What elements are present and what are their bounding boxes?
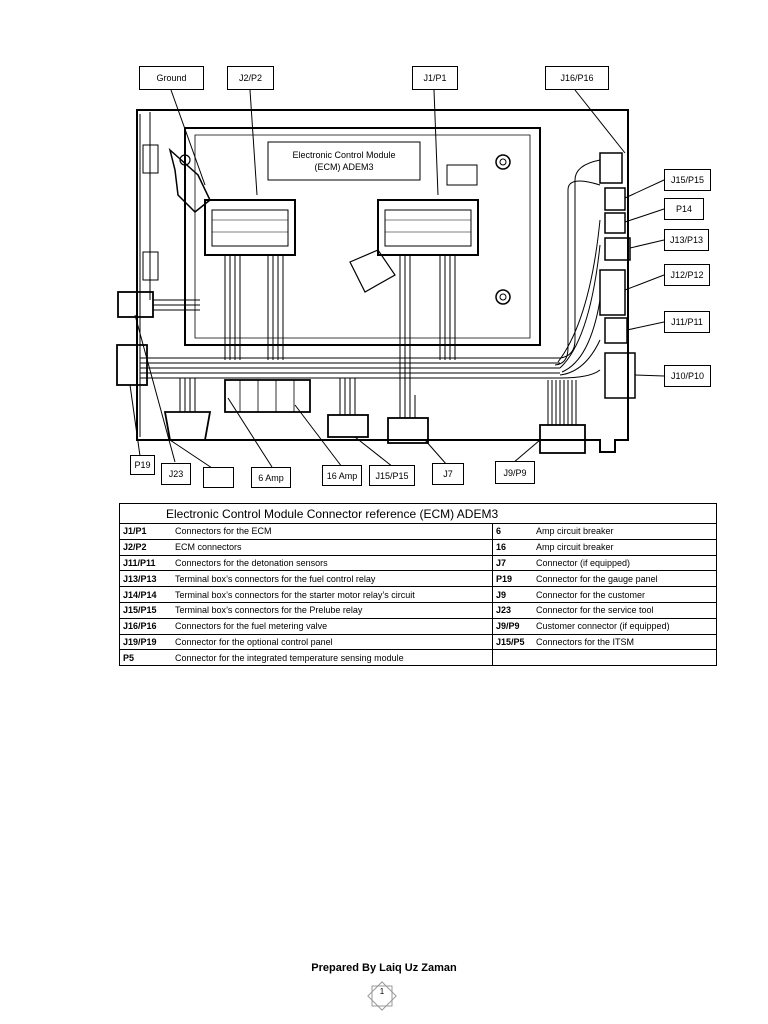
row-code: J13/P13	[123, 573, 157, 584]
callout-ground: Ground	[139, 66, 204, 90]
row-desc: Customer connector (if equipped)	[536, 621, 670, 632]
row-code: J14/P14	[123, 589, 157, 600]
ecm-title-line1: Electronic Control Module	[292, 150, 396, 160]
row-desc: ECM connectors	[175, 542, 242, 553]
j15-connector	[604, 187, 626, 211]
table-row: J13/P13 Terminal box’s connectors for the…	[119, 570, 718, 588]
callout-6amp: 6 Amp	[251, 467, 291, 488]
j7-connector	[387, 417, 429, 444]
ecm-wiring-diagram	[116, 89, 665, 471]
row-desc: Amp circuit breaker	[536, 542, 614, 553]
callout-j12p12: J12/P12	[664, 264, 710, 286]
callout-blank	[203, 467, 234, 488]
page-number: 1	[379, 987, 385, 996]
row-code: J1/P1	[123, 526, 147, 537]
row-code: J2/P2	[123, 542, 147, 553]
row-desc: Connectors for the detonation sensors	[175, 557, 328, 568]
row-desc: Amp circuit breaker	[536, 526, 614, 537]
j16-connector	[599, 152, 623, 184]
table-row: J16/P16 Connectors for the fuel metering …	[119, 617, 718, 635]
j10-connector	[604, 352, 636, 399]
row-desc: Terminal box’s connectors for the fuel c…	[175, 573, 376, 584]
ecm-title: Electronic Control Module (ECM) ADEM3	[268, 142, 420, 180]
callout-j7: J7	[432, 463, 464, 485]
callout-p14: P14	[664, 198, 704, 220]
row-desc: Connector for the customer	[536, 589, 646, 600]
row-code: J15/P5	[496, 636, 525, 647]
row-desc: Connectors for the fuel metering valve	[175, 621, 328, 632]
table-row: J19/P19 Connector for the optional contro…	[119, 633, 718, 651]
j2-connector	[204, 199, 296, 256]
row-code: J23	[496, 605, 512, 616]
row-code: J19/P19	[123, 636, 157, 647]
row-code: P5	[123, 652, 135, 663]
callout-j16p16: J16/P16	[545, 66, 609, 90]
row-code: 16	[496, 542, 507, 553]
row-desc: Connectors for the ECM	[175, 526, 272, 537]
j9-connector	[539, 424, 586, 454]
row-code: P19	[496, 573, 513, 584]
table-row: J11/P11 Connectors for the detonation sen…	[119, 554, 718, 572]
housing-outline	[136, 109, 629, 453]
callout-j15p15-bottom: J15/P15	[369, 465, 415, 486]
row-code: J16/P16	[123, 621, 157, 632]
table-title: Electronic Control Module Connector refe…	[118, 503, 718, 524]
j13-connector	[604, 237, 631, 261]
table-row: J15/P15 Terminal box’s connectors for the…	[119, 601, 718, 619]
row-desc: Terminal box’s connectors for the starte…	[175, 589, 415, 600]
callout-j13p13: J13/P13	[664, 229, 709, 251]
row-desc: Connectors for the ITSM	[536, 636, 635, 647]
callout-j1p1: J1/P1	[412, 66, 458, 90]
callout-j10p10: J10/P10	[664, 365, 711, 387]
callout-p19: P19	[130, 455, 155, 475]
p14-connector	[604, 212, 626, 234]
j12-connector	[599, 269, 626, 316]
row-desc: Terminal box’s connectors for the Prelub…	[175, 605, 363, 616]
callout-16amp: 16 Amp	[322, 465, 362, 486]
row-code: J9	[496, 589, 507, 600]
table-row: J1/P1 Connectors for the ECM 6 Amp circuit…	[119, 523, 718, 540]
ecm-body	[184, 127, 541, 346]
row-desc: Connector for the service tool	[536, 605, 654, 616]
j1-connector	[377, 199, 479, 256]
callout-j2p2: J2/P2	[227, 66, 274, 90]
ground-strap	[168, 147, 211, 214]
p19-connector	[117, 291, 154, 318]
ecm-title-box	[267, 141, 421, 181]
row-desc: Connector for the gauge panel	[536, 573, 658, 584]
row-code: J9/P9	[496, 621, 520, 632]
main-harness	[140, 357, 560, 379]
j11-connector	[604, 317, 628, 344]
table-row: J14/P14 Terminal box’s connectors for the…	[119, 586, 718, 603]
circuit-breaker-block	[224, 379, 311, 413]
row-desc: Connector for the optional control panel	[175, 636, 333, 647]
ecm-title-line2: (ECM) ADEM3	[314, 162, 374, 172]
table-row: P5 Connector for the integrated temperatu…	[119, 649, 718, 667]
mounting-bolt-icon	[495, 289, 511, 305]
row-code: J15/P15	[123, 605, 157, 616]
j19-connector	[116, 344, 148, 386]
table-row: J2/P2 ECM connectors 16 Amp circuit breake…	[119, 538, 718, 556]
row-code: 6	[496, 526, 502, 537]
j15-bottom-connector	[327, 414, 369, 438]
mounting-bolt-icon	[495, 154, 511, 170]
callout-j9p9: J9/P9	[495, 461, 535, 484]
row-desc: Connector for the integrated temperature…	[175, 652, 404, 663]
prepared-by: Prepared By Laiq Uz Zaman	[311, 962, 457, 974]
row-code: J7	[496, 557, 507, 568]
j23-connector	[163, 411, 212, 441]
callout-j23: J23	[161, 463, 191, 485]
connector-reference-table: Electronic Control Module Connector refe…	[118, 503, 718, 667]
page-ornament-icon	[367, 981, 397, 1011]
callout-j15p15-right: J15/P15	[664, 169, 711, 191]
callout-j11p11: J11/P11	[664, 311, 710, 333]
row-code: J11/P11	[123, 557, 156, 568]
row-desc: Connector (if equipped)	[536, 557, 631, 568]
